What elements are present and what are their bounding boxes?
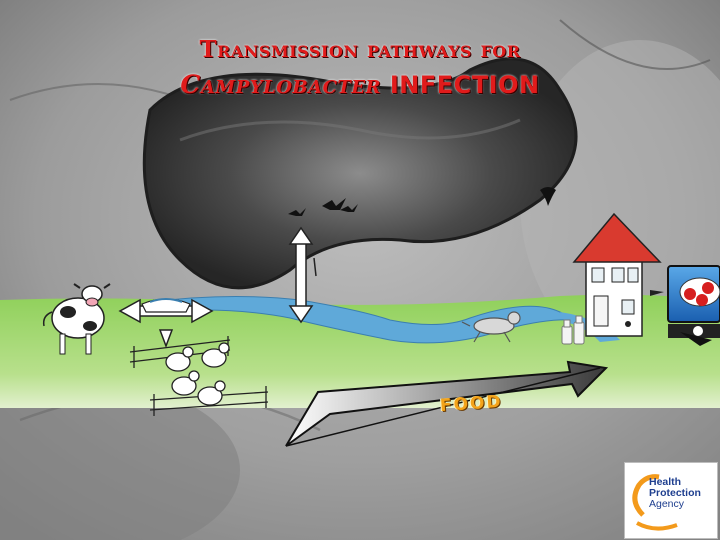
hpa-logo-line3: Agency bbox=[649, 498, 685, 510]
hpa-logo-line2: Protection bbox=[649, 487, 701, 499]
cow-icon bbox=[42, 283, 111, 355]
title-line-1: Transmission pathways for bbox=[199, 36, 521, 63]
hpa-logo: Health Protection Agency bbox=[624, 462, 718, 539]
chicken-pen-icon bbox=[129, 336, 269, 416]
title-infection: INFECTION bbox=[381, 71, 540, 99]
house-icon bbox=[572, 212, 662, 337]
water-trough-icon bbox=[141, 298, 191, 313]
title-organism: Campylobacter bbox=[180, 70, 382, 99]
hpa-logo-line1: Health bbox=[649, 476, 682, 488]
arrow-to-fridge-icon bbox=[650, 290, 664, 296]
dog-icon bbox=[461, 311, 521, 343]
title-line-2: Campylobacter INFECTION bbox=[0, 70, 720, 99]
milk-bottles-icon bbox=[561, 315, 585, 345]
food-chain-arrow-icon bbox=[285, 360, 609, 447]
arrow-from-fridge-icon bbox=[680, 332, 712, 346]
hpa-swirl-icon bbox=[632, 474, 678, 531]
vertical-double-arrow-icon bbox=[288, 226, 317, 324]
bacterium-shape bbox=[142, 57, 578, 290]
fridge-icon bbox=[667, 265, 720, 338]
bird-flock-icon bbox=[288, 187, 556, 216]
